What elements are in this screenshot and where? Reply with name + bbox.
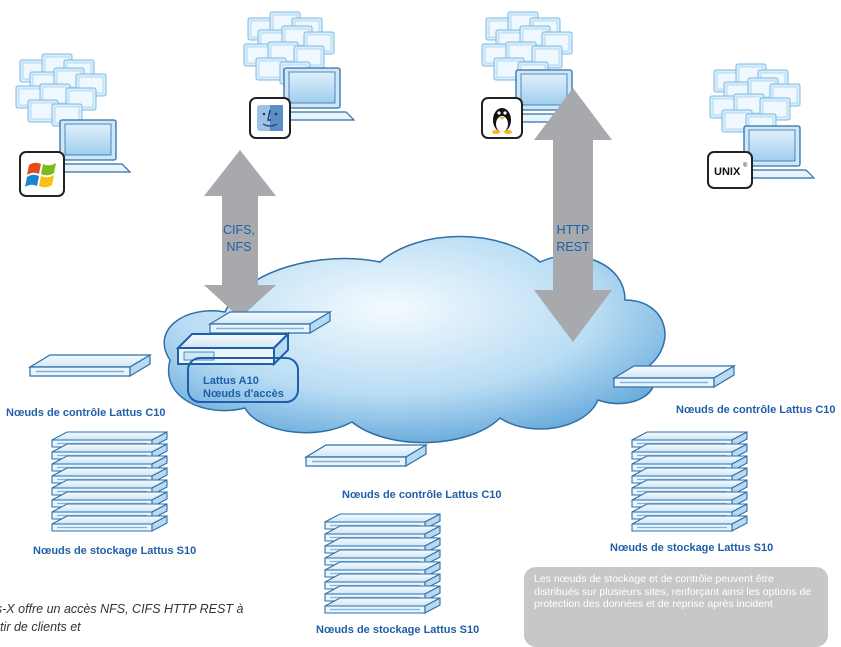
client-group-unix: UNIX ® xyxy=(707,64,815,189)
network-cloud xyxy=(163,235,666,444)
control-node-left xyxy=(29,354,151,377)
client-group-linux xyxy=(481,12,587,139)
access-node-server-back xyxy=(209,311,331,334)
storage-node-center-label: Nœuds de stockage Lattus S10 xyxy=(316,624,480,636)
access-node-frame xyxy=(187,357,299,403)
multi-site-note: Les nœuds de stockage et de contrôle peu… xyxy=(524,567,828,647)
storage-stack-right xyxy=(632,432,747,531)
access-node-label: Lattus A10 Nœuds d'accès xyxy=(203,375,284,401)
protocol-label-cifs-nfs: CIFS, NFS xyxy=(214,222,264,256)
access-node-label-line-1: Lattus A10 xyxy=(203,375,259,387)
unix-icon: UNIX ® xyxy=(707,151,753,189)
control-node-right-label: Nœuds de contrôle Lattus C10 xyxy=(676,404,836,416)
client-group-windows xyxy=(16,54,131,197)
storage-stack-center xyxy=(325,514,440,613)
access-node-server-front xyxy=(175,331,291,367)
storage-node-right-label: Nœuds de stockage Lattus S10 xyxy=(610,542,774,554)
windows-icon xyxy=(19,151,65,197)
linux-tux-icon xyxy=(481,97,523,139)
mac-finder-icon xyxy=(249,97,291,139)
storage-stack-left xyxy=(52,432,167,531)
svg-text:®: ® xyxy=(743,162,748,169)
diagram-caption: ttus-X offre un accès NFS, CIFS HTTP RES… xyxy=(0,602,244,634)
protocol-left-line-2: NFS xyxy=(226,240,252,254)
control-node-left-label: Nœuds de contrôle Lattus C10 xyxy=(6,407,166,419)
access-node-label-line-2: Nœuds d'accès xyxy=(203,388,284,400)
unix-badge-text: UNIX xyxy=(714,166,741,178)
control-node-center xyxy=(305,444,427,467)
protocol-right-line-2: REST xyxy=(556,240,590,254)
protocol-label-http-rest: HTTP REST xyxy=(548,222,598,256)
protocol-right-line-1: HTTP xyxy=(556,223,590,237)
control-node-center-label: Nœuds de contrôle Lattus C10 xyxy=(342,489,502,501)
arrow-cifs-nfs xyxy=(204,150,276,318)
control-node-right xyxy=(613,365,735,388)
arrow-http-rest xyxy=(534,88,612,342)
protocol-left-line-1: CIFS, xyxy=(223,223,255,237)
client-group-mac xyxy=(244,12,355,139)
storage-node-left-label: Nœuds de stockage Lattus S10 xyxy=(33,545,197,557)
